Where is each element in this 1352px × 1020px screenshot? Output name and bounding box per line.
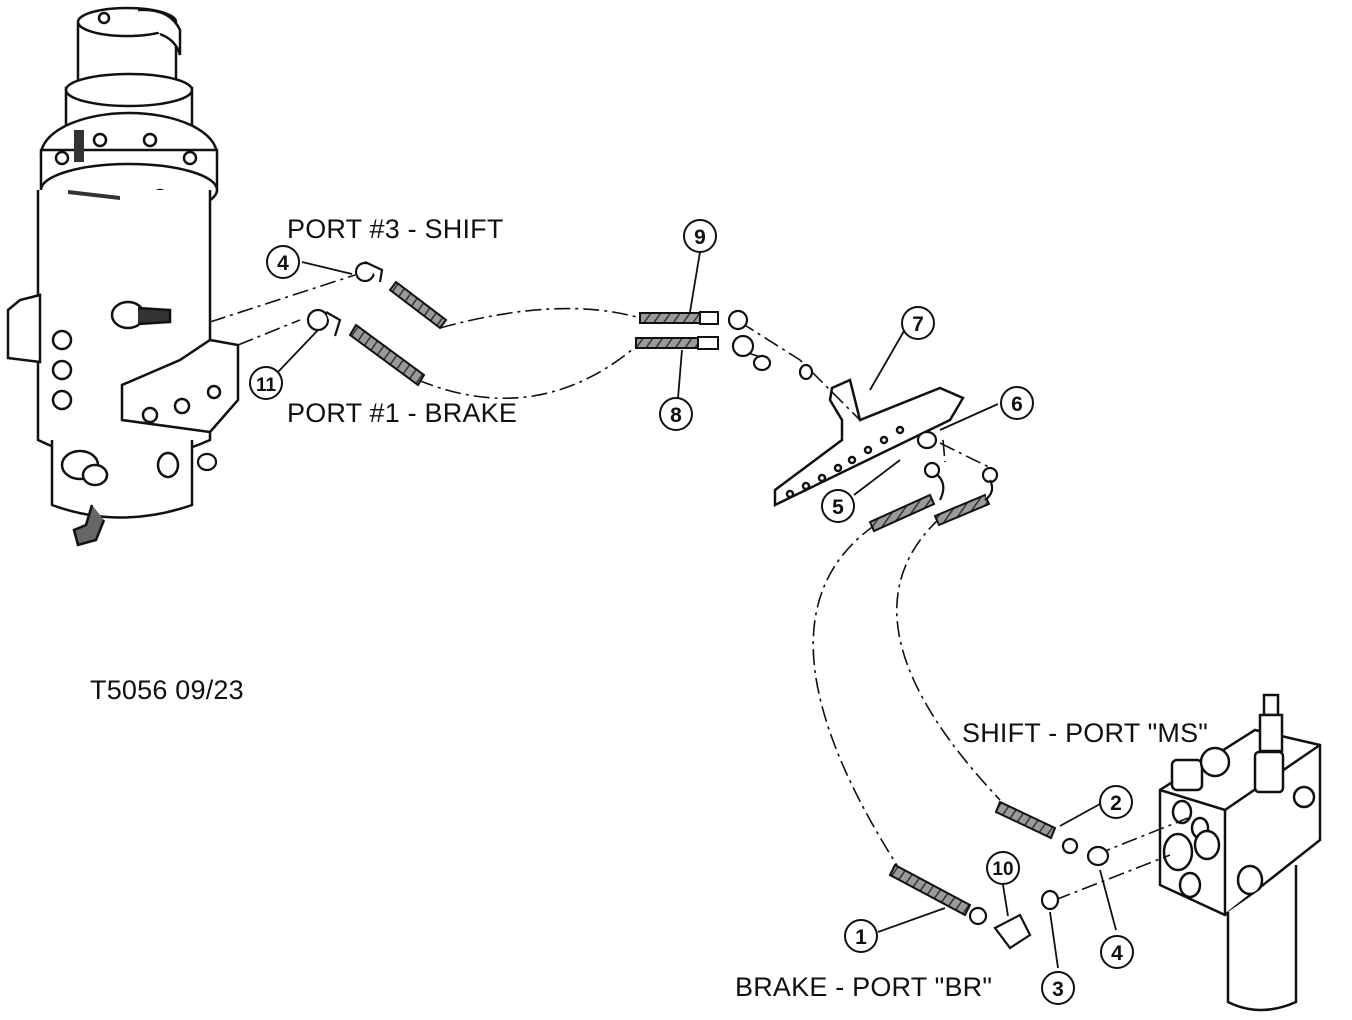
callout-7: 7 xyxy=(901,306,935,340)
callout-2-text: 2 xyxy=(1110,792,1122,815)
callout-11-text: 11 xyxy=(256,375,277,396)
label-port-1-brake: PORT #1 - BRAKE xyxy=(287,398,518,428)
callout-bubbles: 4 11 9 8 7 6 5 2 xyxy=(249,219,1134,1005)
callout-4-lower: 4 xyxy=(1100,935,1134,969)
callout-3: 3 xyxy=(1041,971,1075,1005)
callout-10: 10 xyxy=(986,851,1020,885)
callout-7-text: 7 xyxy=(912,313,924,336)
callout-9-text: 9 xyxy=(694,226,706,249)
callout-1-text: 1 xyxy=(855,926,867,949)
callout-3-text: 3 xyxy=(1052,978,1064,1001)
callout-4-upper-text: 4 xyxy=(277,252,289,275)
callout-5: 5 xyxy=(821,489,855,523)
callout-11: 11 xyxy=(249,366,283,400)
label-port-3-shift: PORT #3 - SHIFT xyxy=(287,214,504,244)
callout-8-text: 8 xyxy=(670,404,682,427)
hose-routes xyxy=(209,274,1189,901)
label-brake-port-br: BRAKE - PORT "BR" xyxy=(735,972,993,1002)
callout-6: 6 xyxy=(1000,386,1034,420)
hoses xyxy=(348,280,1057,917)
callout-4-lower-text: 4 xyxy=(1111,942,1123,965)
fittings xyxy=(196,261,1110,950)
drawing-id: T5056 09/23 xyxy=(90,675,244,705)
callout-8: 8 xyxy=(659,397,693,431)
callout-4-upper: 4 xyxy=(266,245,300,279)
swivel-assembly xyxy=(6,6,240,547)
callout-leaders xyxy=(277,251,1117,969)
valve-block xyxy=(1158,693,1322,1012)
callout-5-text: 5 xyxy=(832,496,844,519)
swivel-accent xyxy=(68,130,120,200)
callout-2: 2 xyxy=(1099,785,1133,819)
callout-10-text: 10 xyxy=(992,859,1013,880)
label-shift-port-ms: SHIFT - PORT "MS" xyxy=(962,718,1209,748)
callout-6-text: 6 xyxy=(1011,393,1023,416)
callout-1: 1 xyxy=(844,919,878,953)
callout-9: 9 xyxy=(683,219,717,253)
